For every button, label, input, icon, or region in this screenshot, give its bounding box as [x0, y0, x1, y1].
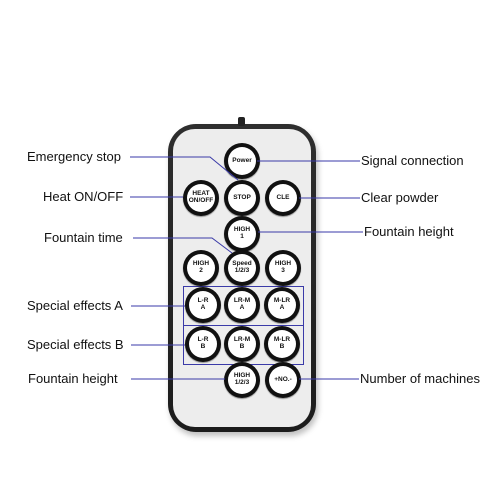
high-2-button[interactable]: HIGH 2: [183, 250, 219, 286]
mlr-b-button-label: M-LR B: [268, 330, 296, 358]
number-button[interactable]: +NO.-: [265, 362, 301, 398]
label-fountain-height-right: Fountain height: [364, 224, 454, 239]
cle-button-label: CLE: [269, 184, 297, 212]
label-fountain-time: Fountain time: [44, 230, 123, 245]
label-emergency-stop: Emergency stop: [27, 149, 121, 164]
lrm-a-button-label: LR-M A: [228, 291, 256, 319]
lr-a-button-label: L-R A: [189, 291, 217, 319]
lr-a-button[interactable]: L-R A: [185, 287, 221, 323]
stop-button-label: STOP: [228, 184, 256, 212]
high-123-button-label: HIGH 1/2/3: [228, 366, 256, 394]
lrm-b-button[interactable]: LR-M B: [224, 326, 260, 362]
lrm-a-button[interactable]: LR-M A: [224, 287, 260, 323]
lr-b-button[interactable]: L-R B: [185, 326, 221, 362]
label-heat-on-off: Heat ON/OFF: [43, 189, 124, 204]
lrm-b-button-label: LR-M B: [228, 330, 256, 358]
high-1-button[interactable]: HIGH 1: [224, 216, 260, 252]
label-clear-powder: Clear powder: [361, 190, 439, 205]
power-button-label: Power: [228, 147, 256, 175]
label-signal-connection: Signal connection: [361, 153, 464, 168]
high-1-button-label: HIGH 1: [228, 220, 256, 248]
remote-antenna: [238, 117, 245, 126]
high-2-button-label: HIGH 2: [187, 254, 215, 282]
speed-button[interactable]: Speed 1/2/3: [224, 250, 260, 286]
fountain-time-line: [133, 237, 233, 254]
high-3-button[interactable]: HIGH 3: [265, 250, 301, 286]
heat-on-off-button-label: HEAT ON/OFF: [187, 184, 215, 212]
stop-button[interactable]: STOP: [224, 180, 260, 216]
mlr-a-button-label: M-LR A: [268, 291, 296, 319]
mlr-b-button[interactable]: M-LR B: [264, 326, 300, 362]
mlr-a-button[interactable]: M-LR A: [264, 287, 300, 323]
number-button-label: +NO.-: [269, 366, 297, 394]
emergency-stop-line: [130, 156, 239, 181]
cle-button[interactable]: CLE: [265, 180, 301, 216]
label-number-of-machines: Number of machines: [360, 371, 480, 386]
label-special-effects-b: Special effects B: [27, 337, 124, 352]
lr-b-button-label: L-R B: [189, 330, 217, 358]
label-fountain-height-left: Fountain height: [28, 371, 118, 386]
high-123-button[interactable]: HIGH 1/2/3: [224, 362, 260, 398]
heat-on-off-button[interactable]: HEAT ON/OFF: [183, 180, 219, 216]
label-special-effects-a: Special effects A: [27, 298, 123, 313]
speed-button-label: Speed 1/2/3: [228, 254, 256, 282]
high-3-button-label: HIGH 3: [269, 254, 297, 282]
